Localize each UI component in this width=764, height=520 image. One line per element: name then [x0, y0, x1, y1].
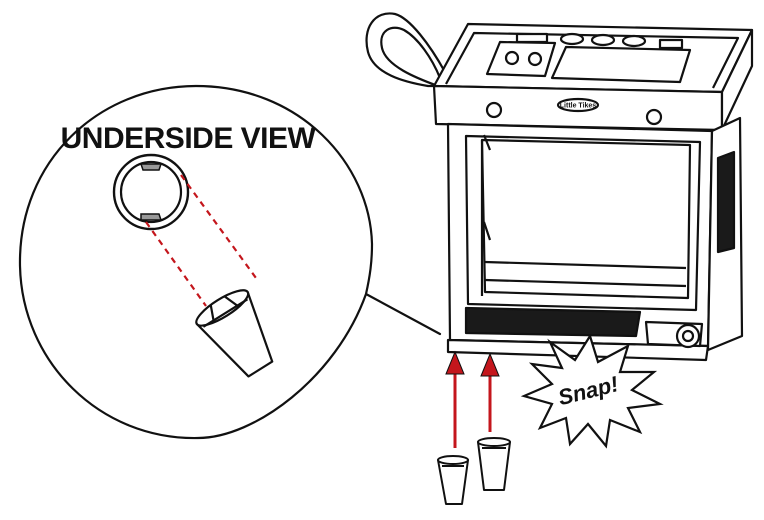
display-screen [550, 45, 692, 84]
window-tick-1 [482, 134, 492, 151]
base-strip [446, 338, 710, 362]
side-dark-panel [716, 150, 736, 254]
front-bolt-left [485, 101, 503, 119]
socket-ring-inner [119, 160, 183, 224]
brand-logo [556, 97, 600, 113]
control-panel-left [485, 40, 557, 78]
front-bolt-right [645, 108, 663, 126]
up-arrow-icon [480, 352, 500, 432]
callout-title: UNDERSIDE VIEW [61, 122, 317, 155]
window-inner [480, 138, 692, 300]
control-knob-2 [527, 51, 543, 67]
top-button-3 [621, 34, 647, 48]
control-knob-1 [504, 50, 520, 66]
callout-bubble: UNDERSIDE VIEW [18, 84, 442, 440]
snap-burst: Snap! [520, 333, 664, 449]
top-button-2 [590, 33, 616, 47]
top-slot-right [658, 38, 684, 50]
up-arrow-icon [445, 350, 465, 448]
leg-foot-icon [195, 289, 274, 378]
window-tick-2 [482, 221, 492, 241]
top-button-1 [559, 32, 585, 46]
side-knob-center [681, 329, 695, 343]
brand-logo-text: Little Tikes [560, 103, 597, 110]
socket-notch-bottom [140, 213, 163, 221]
lid-side [720, 28, 754, 132]
window-inner-shelf [484, 260, 687, 288]
cabinet: Little Tikes [365, 12, 754, 362]
leg-foot-left [437, 455, 469, 505]
socket-notch-top [139, 163, 163, 171]
carry-handle [365, 12, 447, 88]
starburst-icon [520, 333, 664, 449]
leg-foot-right [477, 437, 511, 491]
insertion-arrows [445, 350, 500, 448]
bottom-dark-panel [464, 306, 642, 338]
top-slot-left [515, 32, 549, 44]
